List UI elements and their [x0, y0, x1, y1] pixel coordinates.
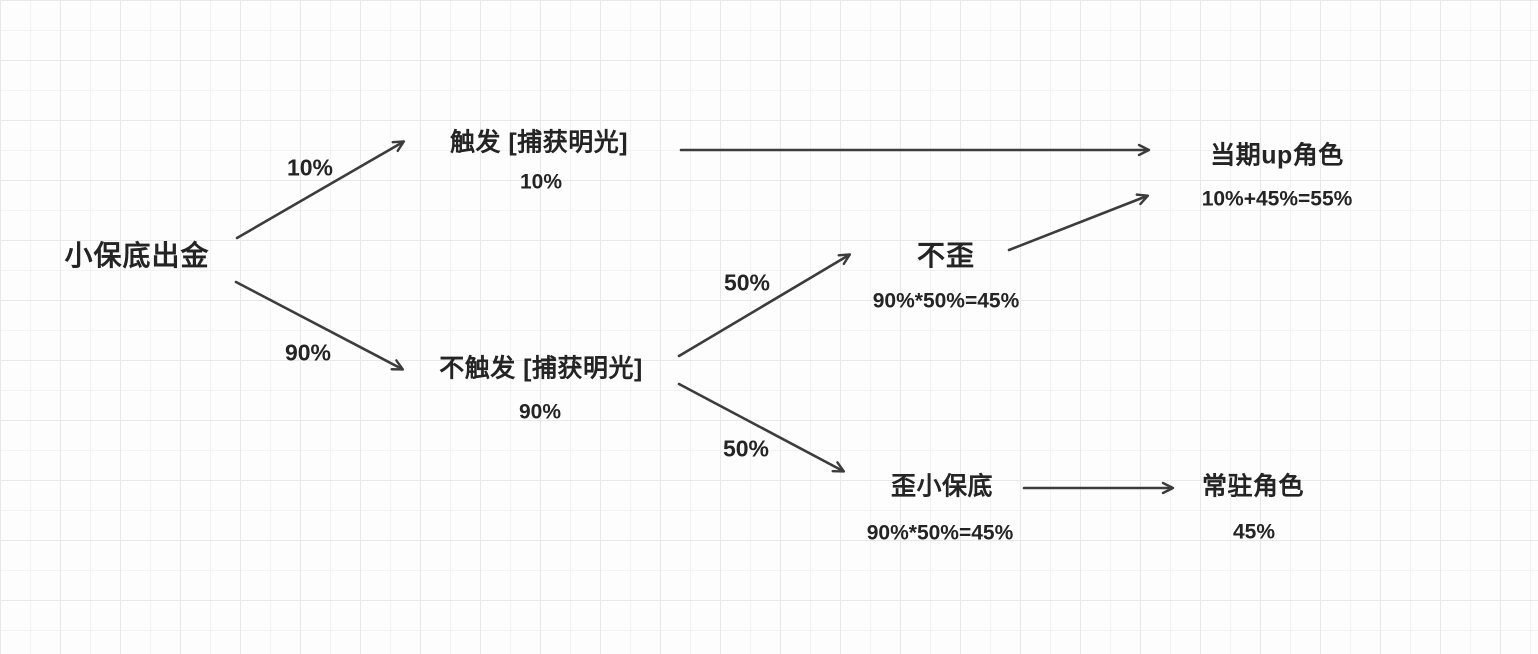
node-up-character-title: 当期up角色	[1210, 141, 1344, 170]
node-root-title: 小保底出金	[64, 240, 210, 271]
node-trigger-title: 触发 [捕获明光]	[449, 128, 629, 157]
node-trigger-probability: 10%	[519, 170, 563, 194]
edge-label-10pct: 10%	[286, 154, 334, 181]
node-crooked-calc: 90%*50%=45%	[866, 521, 1014, 545]
node-standard-character-probability: 45%	[1232, 520, 1276, 544]
node-not-crooked-calc: 90%*50%=45%	[872, 289, 1020, 313]
node-no-trigger-probability: 90%	[518, 400, 562, 424]
edge-label-90pct: 90%	[284, 339, 332, 366]
edge-label-50pct-lower: 50%	[722, 435, 770, 462]
edge-root-to-no-trigger	[234, 280, 405, 371]
edge-label-50pct-upper: 50%	[723, 269, 771, 296]
edge-no-trigger-to-not-crooked	[677, 253, 852, 358]
edge-root-to-trigger	[235, 140, 406, 240]
node-standard-character-title: 常驻角色	[1201, 472, 1305, 501]
edge-no-trigger-to-crooked	[677, 382, 846, 473]
node-up-character-calc: 10%+45%=55%	[1201, 187, 1353, 211]
edge-not-crooked-to-up	[1007, 193, 1150, 252]
node-no-trigger-title: 不触发 [捕获明光]	[439, 354, 643, 383]
node-not-crooked-title: 不歪	[916, 240, 976, 271]
node-crooked-title: 歪小保底	[890, 472, 994, 501]
